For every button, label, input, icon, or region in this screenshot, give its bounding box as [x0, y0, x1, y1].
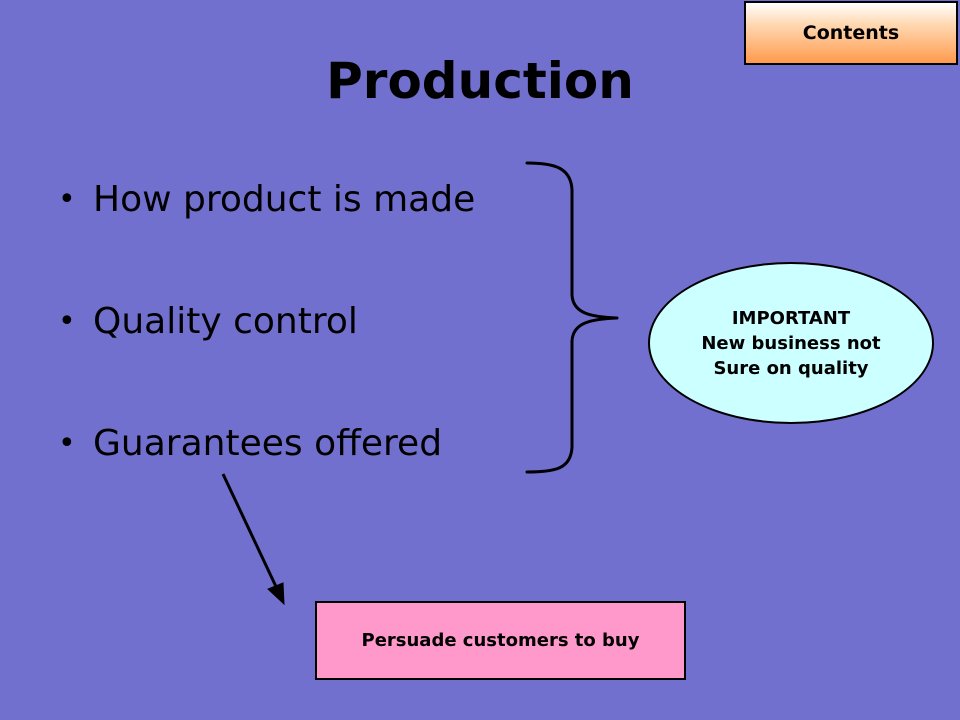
- callout-line: Sure on quality: [713, 357, 869, 379]
- callout-line: IMPORTANT: [731, 307, 851, 329]
- arrow-head-icon: [267, 582, 285, 606]
- callout-line: New business not: [701, 332, 881, 354]
- contents-button-label: Contents: [802, 22, 900, 44]
- persuade-text: Persuade customers to buy: [361, 630, 640, 651]
- bullet-dot: •: [58, 304, 76, 339]
- bullet-text: How product is made: [93, 179, 476, 220]
- persuade-box: Persuade customers to buy: [315, 601, 686, 680]
- bullet-dot: •: [58, 426, 76, 461]
- bullet-text: Guarantees offered: [93, 423, 443, 464]
- important-callout: IMPORTANT New business not Sure on quali…: [648, 262, 934, 424]
- slide-title: Production: [326, 52, 634, 110]
- bullet-item: • How product is made: [58, 170, 475, 292]
- curly-brace-icon: [525, 161, 619, 474]
- bullet-list: • How product is made • Quality control …: [58, 170, 475, 536]
- bullet-dot: •: [58, 182, 76, 217]
- arrow-line: [221, 473, 281, 594]
- bullet-item: • Guarantees offered: [58, 414, 475, 536]
- contents-button[interactable]: Contents: [744, 1, 958, 65]
- bullet-item: • Quality control: [58, 292, 475, 414]
- bullet-text: Quality control: [93, 301, 358, 342]
